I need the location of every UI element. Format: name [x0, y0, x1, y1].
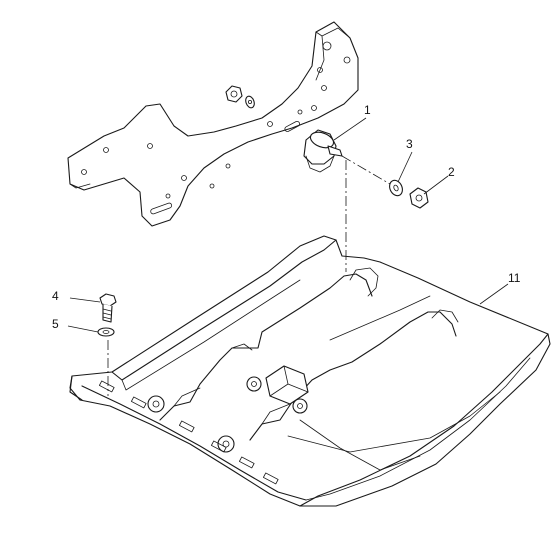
bracket-nut [225, 85, 255, 109]
washer-part-3 [389, 179, 403, 197]
callout-5: 5 [52, 317, 59, 331]
washer-part-5 [97, 327, 115, 337]
callout-3: 3 [406, 137, 413, 151]
callout-1: 1 [364, 103, 371, 117]
base-plate-part-11 [69, 235, 551, 507]
callout-11: 11 [508, 271, 521, 285]
bolt-part-4 [99, 293, 117, 323]
assembly-centerlines [107, 155, 391, 396]
leader-lines [67, 117, 509, 333]
nut-part-2 [409, 187, 429, 209]
mounting-bracket [67, 21, 359, 227]
callout-2: 2 [448, 165, 455, 179]
callout-4: 4 [52, 289, 59, 303]
rubber-mount-part-1 [303, 129, 343, 173]
